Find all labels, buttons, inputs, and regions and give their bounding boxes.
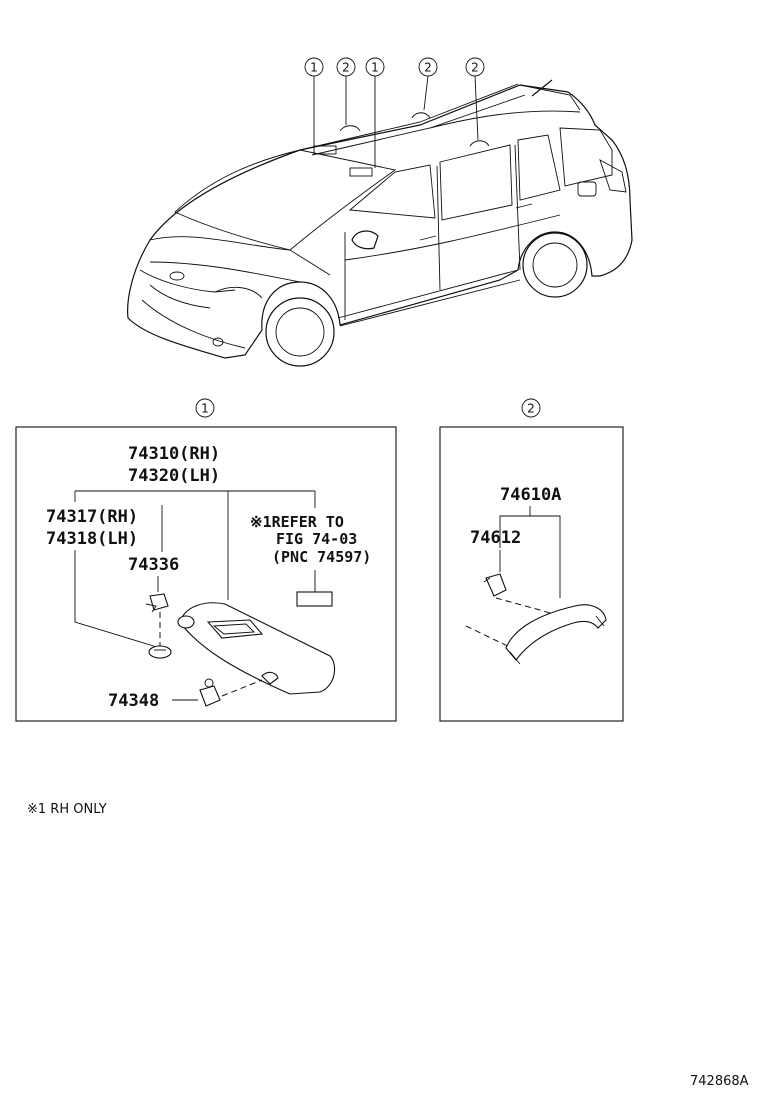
panel-2-callout-label: 2	[527, 402, 535, 416]
panel-1-frame	[15, 426, 397, 722]
panel-2-frame	[439, 426, 624, 722]
callout-top-4[interactable]: 2	[418, 57, 438, 111]
vehicle-illustration	[127, 79, 633, 367]
label-74610A[interactable]: 74610A	[500, 485, 561, 505]
label-74317[interactable]: 74317(RH)	[46, 507, 138, 527]
panel-1-callout	[195, 398, 215, 418]
clip-74336-part	[145, 593, 169, 613]
panel-1-callout-label: 1	[201, 402, 209, 416]
panel-2: 2 74610A 74612	[439, 398, 624, 722]
panel-1: 1 74310(RH) 74320(LH) 74317(RH) 74318(LH…	[15, 398, 397, 722]
label-74320[interactable]: 74320(LH)	[128, 466, 220, 486]
bracket-74348-part	[199, 678, 221, 707]
panel-2-callout	[521, 398, 541, 418]
note-fig-74-03[interactable]: FIG 74-03	[276, 530, 357, 548]
callout-top-5[interactable]: 2	[465, 57, 485, 141]
vanity-lamp-placeholder	[296, 591, 333, 607]
callout-top-1-label: 1	[310, 61, 318, 75]
callout-top-3[interactable]: 1	[365, 57, 385, 168]
figure-id: 742868A	[690, 1074, 749, 1089]
label-74348[interactable]: 74348	[108, 691, 159, 711]
footnote-rh-only: ※1 RH ONLY	[27, 802, 107, 817]
label-74612[interactable]: 74612	[470, 528, 521, 548]
callout-top-4-label: 2	[424, 61, 432, 75]
callout-top-3-label: 1	[371, 61, 379, 75]
visor-holder-part	[148, 645, 172, 659]
sun-visor-part	[177, 602, 336, 695]
label-74310[interactable]: 74310(RH)	[128, 444, 220, 464]
callout-top-5-label: 2	[471, 61, 479, 75]
callout-top-2[interactable]: 2	[336, 57, 356, 125]
callout-top-1[interactable]: 1	[304, 57, 324, 146]
callout-top-2-label: 2	[342, 61, 350, 75]
note-pnc-74597[interactable]: (PNC 74597)	[272, 548, 371, 566]
label-74336[interactable]: 74336	[128, 555, 179, 575]
top-callouts: 1 2 1 2 2	[304, 57, 485, 168]
grip-cover-part	[483, 573, 507, 597]
assist-grip-part	[505, 604, 607, 665]
label-74318[interactable]: 74318(LH)	[46, 529, 138, 549]
note-refer-to[interactable]: ※1REFER TO	[250, 513, 344, 531]
